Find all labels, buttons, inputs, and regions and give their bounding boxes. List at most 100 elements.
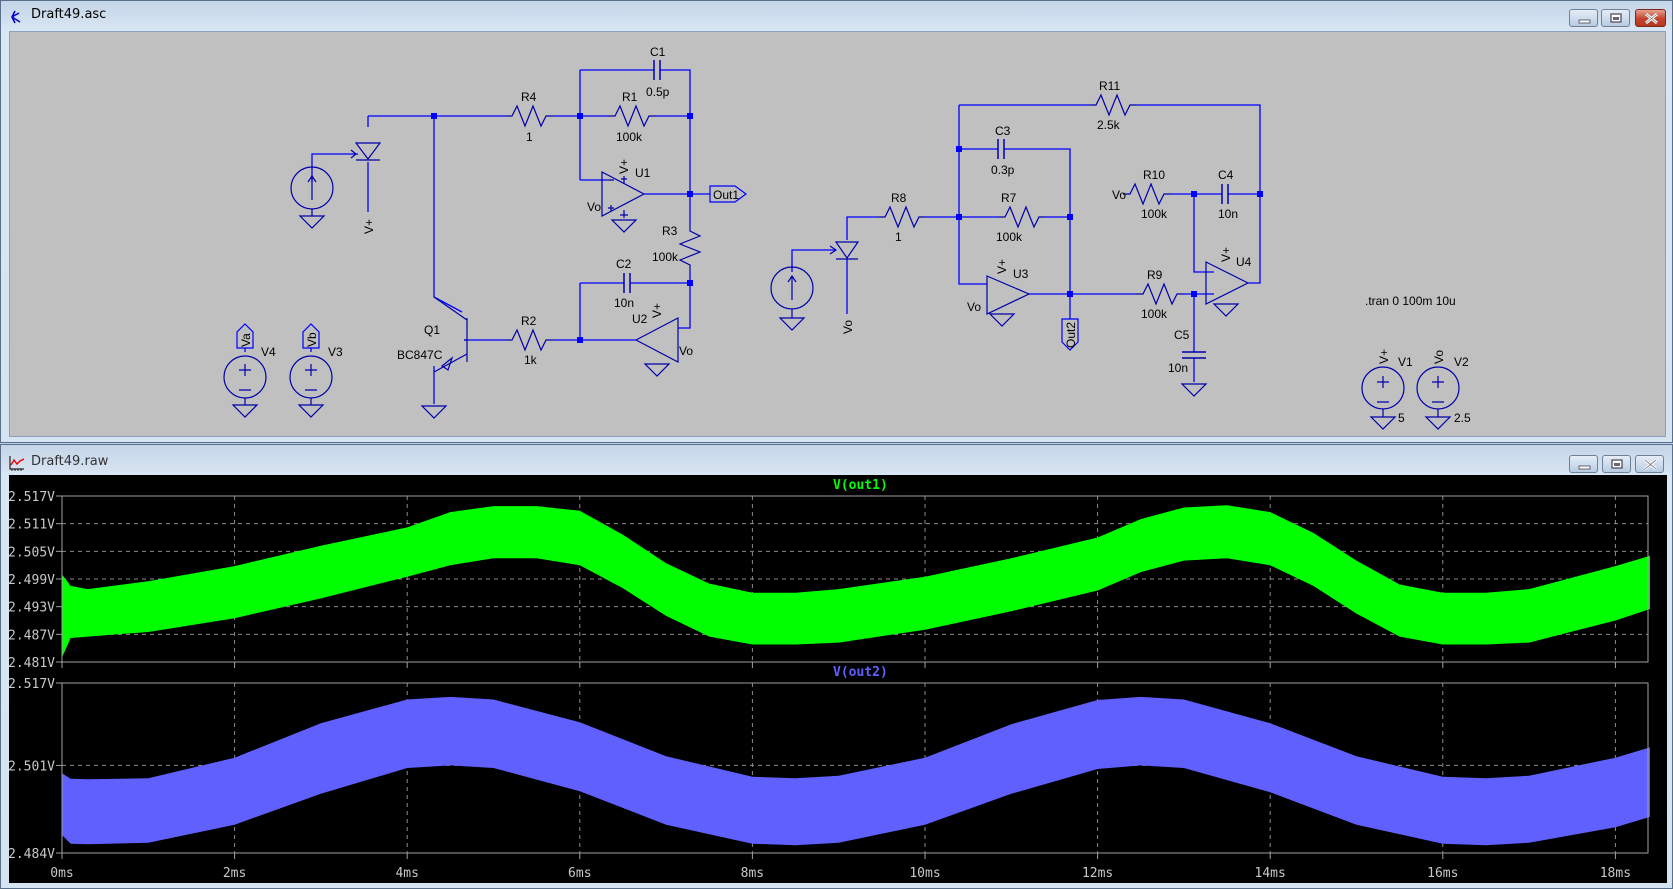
comp-label-R7: R7 xyxy=(1001,191,1017,205)
minimize-icon xyxy=(1578,465,1591,470)
x-tick-label: 16ms xyxy=(1427,866,1458,881)
waveform-window-title: Draft49.raw xyxy=(31,454,109,469)
net-label-out2: Out2 xyxy=(1064,322,1078,348)
close-button[interactable] xyxy=(1635,9,1666,27)
schematic-canvas[interactable]: C1 0.5p R4 1 R1 100k U1 R3 100k C2 10n U… xyxy=(9,31,1666,437)
comp-value-C1: 0.5p xyxy=(646,85,670,99)
comp-value-C2: 10n xyxy=(614,296,634,310)
schematic-drawing[interactable]: C1 0.5p R4 1 R1 100k U1 R3 100k C2 10n U… xyxy=(10,32,1667,438)
y-tick-label: 2.517V xyxy=(9,677,55,692)
net-label-v2-vo: Vo xyxy=(1432,350,1446,364)
comp-label-V3: V3 xyxy=(328,345,343,359)
net-label-vb: Vb xyxy=(305,332,319,347)
comp-label-C2: C2 xyxy=(616,257,632,271)
comp-value-C5: 10n xyxy=(1168,361,1188,375)
comp-value-C4: 10n xyxy=(1218,207,1238,221)
x-tick-label: 2ms xyxy=(223,866,246,881)
y-tick-label: 2.493V xyxy=(9,601,55,616)
schematic-window-title: Draft49.asc xyxy=(31,7,107,22)
schematic-titlebar[interactable]: Draft49.asc xyxy=(1,1,1672,31)
comp-label-U1: U1 xyxy=(635,166,651,180)
ltspice-schematic-icon xyxy=(11,10,21,24)
comp-value-C3: 0.3p xyxy=(991,163,1015,177)
photodiode-symbols xyxy=(350,142,860,260)
net-label-va: Va xyxy=(239,333,253,347)
comp-label-U4: U4 xyxy=(1236,255,1252,269)
trace-title: V(out1) xyxy=(833,478,888,493)
transistor-symbol xyxy=(433,296,468,373)
net-label-vplus: V+ xyxy=(362,219,376,234)
net-label-u4-vplus: V+ xyxy=(1219,247,1233,262)
waveform-plot-area[interactable]: V(out1) 2.481V 2.487V 2.493V 2.499V 2.505V 2.5… xyxy=(9,475,1667,883)
comp-label-Q1: Q1 xyxy=(424,323,440,337)
comp-value-R2: 1k xyxy=(524,353,538,367)
y-tick-label: 2.511V xyxy=(9,518,55,533)
comp-label-U3: U3 xyxy=(1013,267,1029,281)
y-tick-label: 2.481V xyxy=(9,656,55,671)
trace-title: V(out2) xyxy=(833,665,888,680)
comp-label-V2: V2 xyxy=(1454,355,1469,369)
comp-value-R1: 100k xyxy=(616,130,643,144)
comp-label-C5: C5 xyxy=(1174,328,1190,342)
close-button[interactable] xyxy=(1635,455,1664,473)
y-tick-label: 2.505V xyxy=(9,545,55,560)
comp-label-V4: V4 xyxy=(261,345,276,359)
comp-label-C4: C4 xyxy=(1218,168,1234,182)
comp-label-U2: U2 xyxy=(632,312,648,326)
comp-label-R1: R1 xyxy=(622,90,638,104)
x-tick-label: 4ms xyxy=(395,866,418,881)
y-tick-label: 2.517V xyxy=(9,490,55,505)
maximize-button[interactable] xyxy=(1602,455,1631,473)
schematic-window: Draft49.asc xyxy=(0,0,1673,443)
opamp-symbols xyxy=(601,171,1250,363)
comp-value-Q1: BC847C xyxy=(397,348,443,362)
comp-label-R4: R4 xyxy=(521,90,537,104)
comp-value-R7: 100k xyxy=(996,230,1023,244)
spice-directive[interactable]: .tran 0 100m 10u xyxy=(1365,294,1456,308)
comp-value-R3: 100k xyxy=(652,250,679,264)
resistor-symbols xyxy=(504,94,1185,351)
net-label-r10-vo: Vo xyxy=(1112,188,1126,202)
x-tick-label: 14ms xyxy=(1255,866,1286,881)
junction-dots xyxy=(431,113,1263,343)
comp-label-R10: R10 xyxy=(1143,168,1165,182)
comp-label-C3: C3 xyxy=(995,124,1011,138)
x-tick-label: 18ms xyxy=(1600,866,1631,881)
net-label-vo: Vo xyxy=(841,320,855,334)
net-label-u2-vplus: V+ xyxy=(650,303,664,318)
comp-value-R4: 1 xyxy=(526,130,533,144)
net-label-u3-vo: Vo xyxy=(967,300,981,314)
voltage-source-symbols xyxy=(223,355,1460,417)
plot-pane-frame xyxy=(61,495,1649,663)
comp-value-R10: 100k xyxy=(1141,207,1168,221)
trace-envelope xyxy=(62,505,1650,658)
close-icon xyxy=(1645,12,1658,25)
plot-pane-frame xyxy=(61,682,1649,854)
y-tick-label: 2.501V xyxy=(9,759,55,774)
x-tick-label: 10ms xyxy=(909,866,940,881)
comp-label-R8: R8 xyxy=(891,191,907,205)
comp-label-V1: V1 xyxy=(1398,355,1413,369)
capacitor-symbols xyxy=(623,60,1229,359)
y-tick-label: 2.499V xyxy=(9,573,55,588)
x-tick-label: 6ms xyxy=(568,866,591,881)
y-tick-label: 2.487V xyxy=(9,628,55,643)
net-flags xyxy=(236,185,1079,351)
y-tick-label: 2.484V xyxy=(9,847,55,862)
comp-value-R8: 1 xyxy=(895,230,902,244)
waveform-plots[interactable]: V(out1) 2.481V 2.487V 2.493V 2.499V 2.505V 2.5… xyxy=(9,475,1667,883)
waveform-icon xyxy=(9,456,25,471)
comp-value-R11: 2.5k xyxy=(1097,118,1121,132)
maximize-icon xyxy=(1611,459,1623,469)
trace-envelope xyxy=(62,696,1650,846)
x-tick-label: 0ms xyxy=(50,866,73,881)
minimize-button[interactable] xyxy=(1569,9,1598,27)
maximize-button[interactable] xyxy=(1601,9,1630,27)
waveform-titlebar[interactable]: Draft49.raw xyxy=(1,445,1672,475)
minimize-button[interactable] xyxy=(1569,455,1598,473)
close-icon xyxy=(1644,458,1657,471)
current-source-symbols xyxy=(290,166,814,318)
net-label-out1: Out1 xyxy=(713,188,739,202)
waveform-window: Draft49.raw V(out1) 2.481V 2.487V 2.493V 2.4… xyxy=(0,444,1673,889)
net-label-v1-vplus: V+ xyxy=(1377,349,1391,364)
